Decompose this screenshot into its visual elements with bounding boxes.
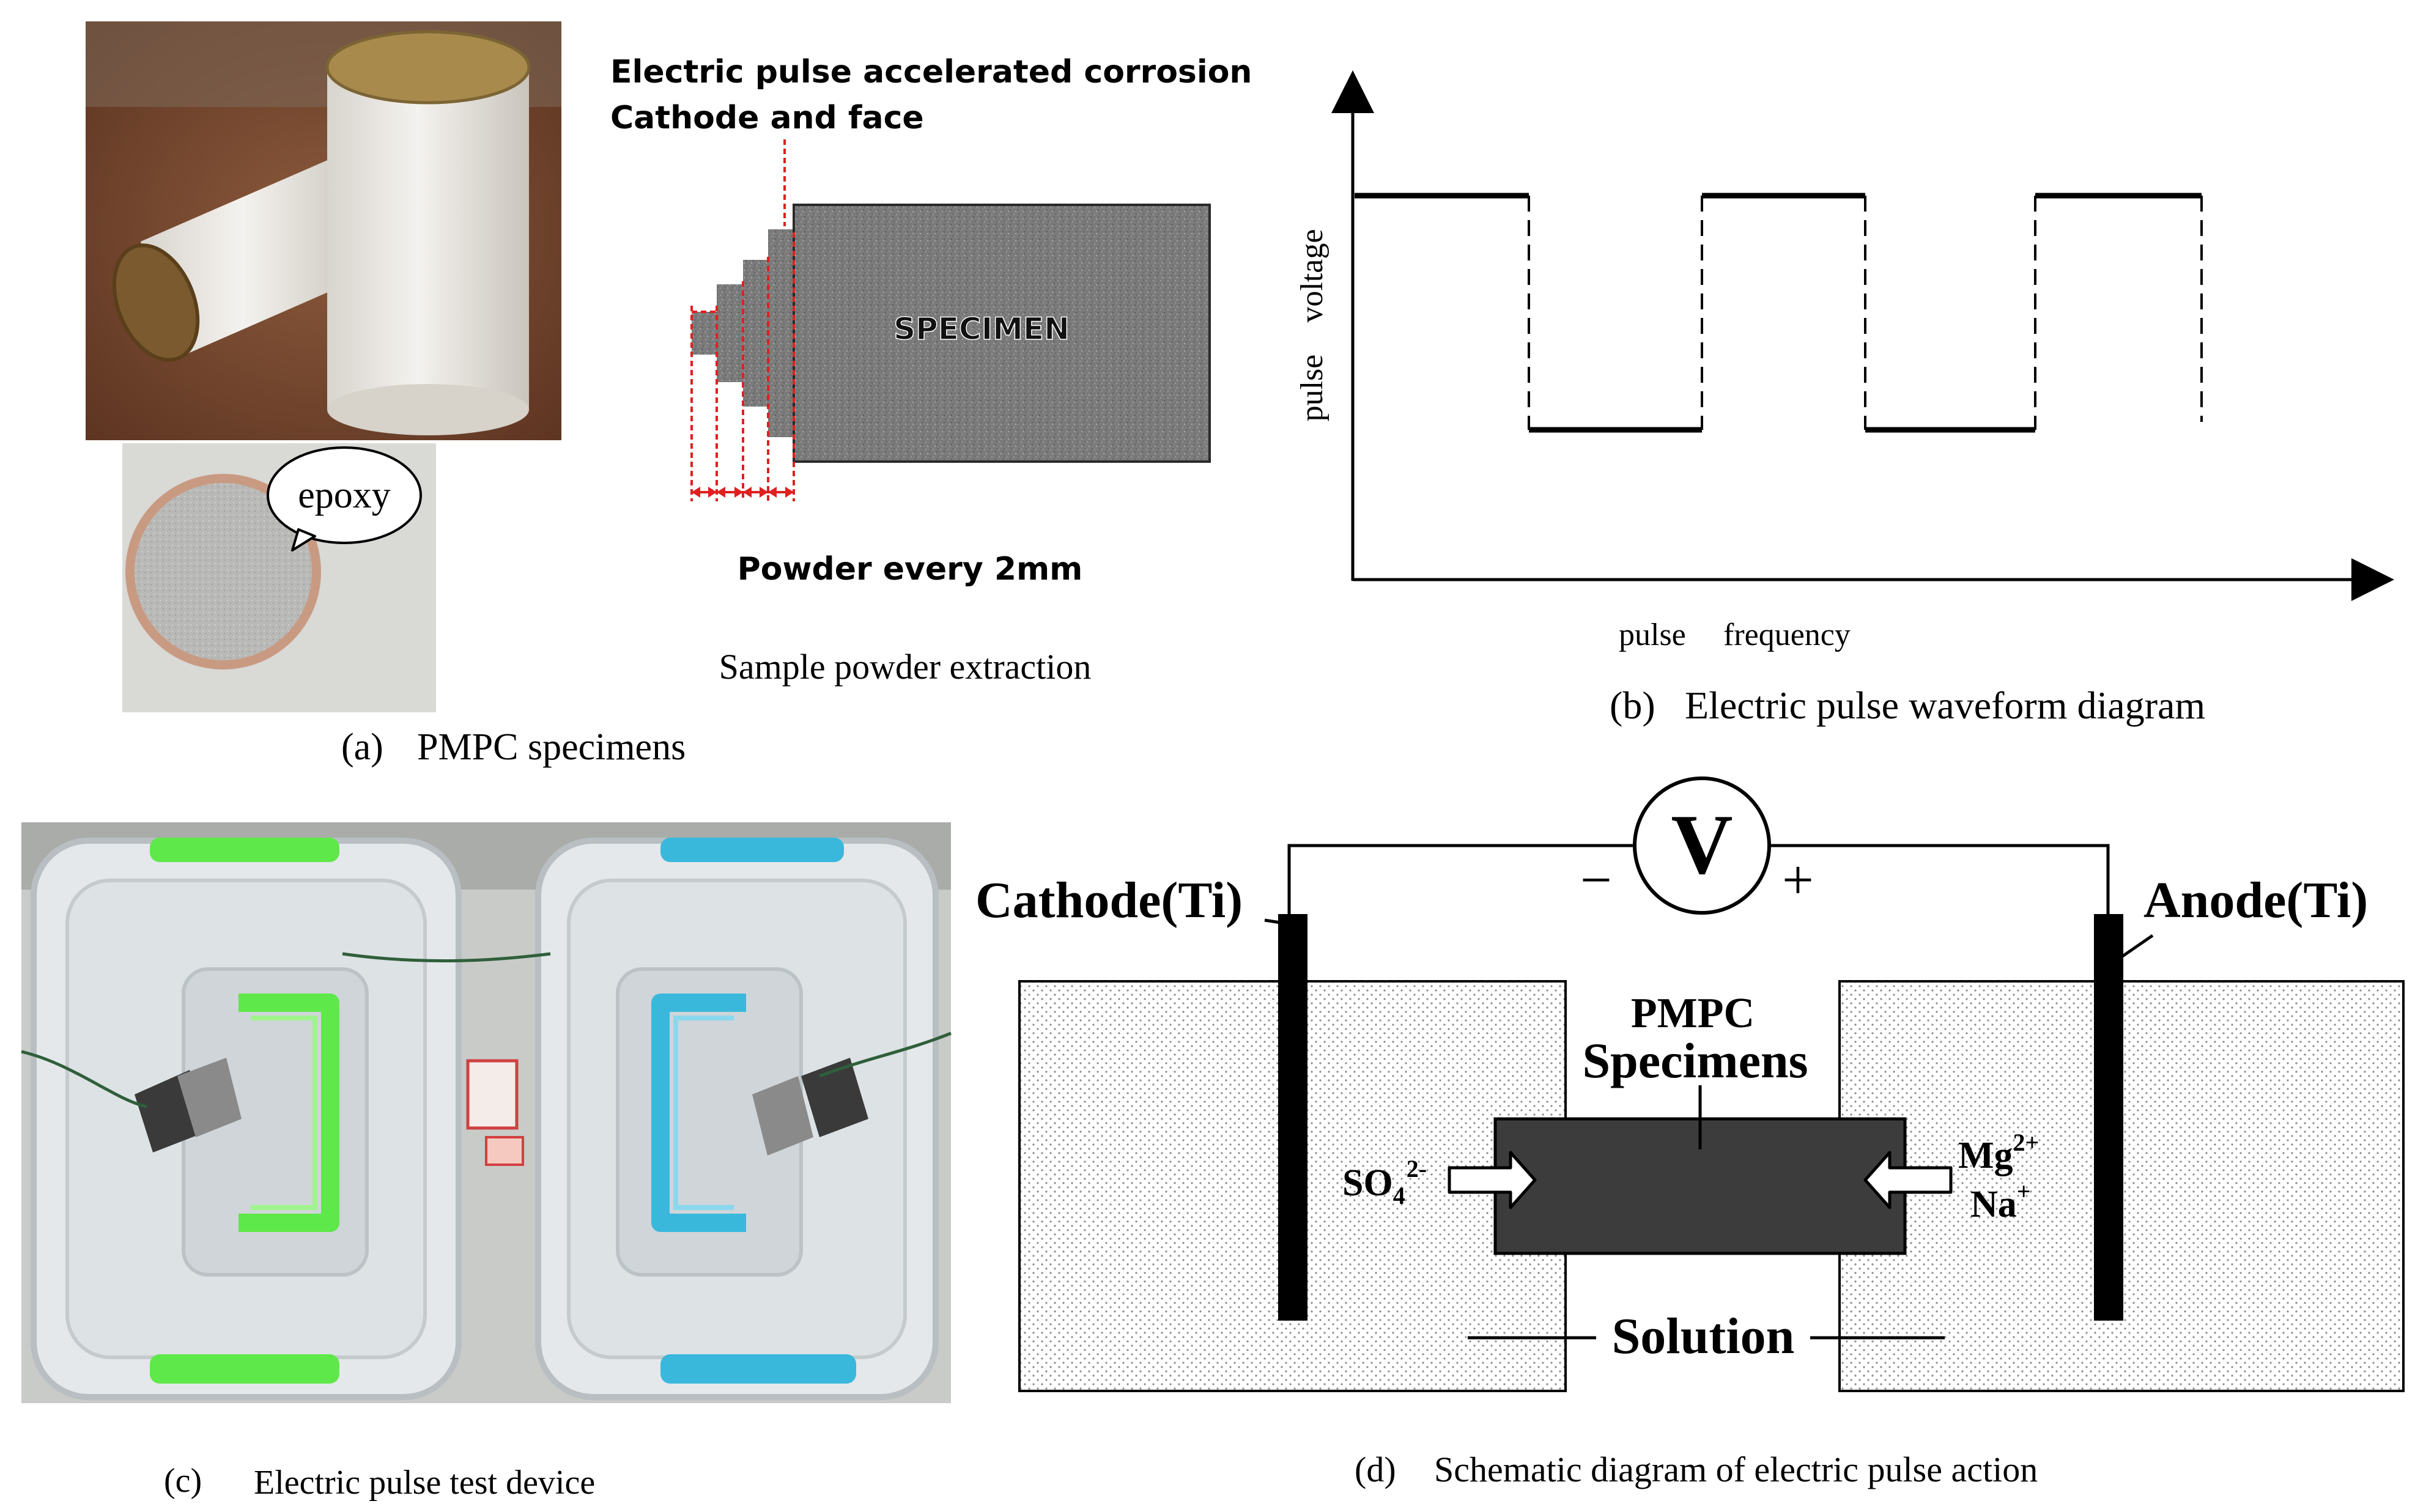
panel-a: epoxy (a) PMPC specimens bbox=[86, 21, 686, 768]
anion-label: SO42- bbox=[1342, 1155, 1427, 1209]
voltmeter-symbol: V bbox=[1671, 797, 1733, 892]
specimen-label: SPECIMEN bbox=[893, 311, 1070, 347]
lead-wires bbox=[21, 952, 952, 1108]
epoxy-label: epoxy bbox=[298, 474, 391, 516]
y-axis-label: pulse voltage bbox=[1295, 229, 1330, 422]
green-lid-handle bbox=[239, 994, 339, 1232]
caption-b-letter: (b) bbox=[1610, 684, 1655, 727]
specimen-sketch: Electric pulse accelerated corrosion Cat… bbox=[610, 54, 1252, 687]
powder-slice-markers bbox=[690, 232, 795, 501]
cation-arrow bbox=[1863, 1151, 1953, 1209]
caption-a-text: PMPC specimens bbox=[417, 726, 686, 768]
blue-lid-handle bbox=[651, 994, 746, 1232]
sketch-title-line2: Cathode and face bbox=[610, 100, 924, 136]
caption-b-text: Electric pulse waveform diagram bbox=[1685, 684, 2205, 727]
circuit-wire bbox=[1287, 844, 2110, 917]
caption-a-letter: (a) bbox=[341, 726, 383, 768]
epoxy-callout: epoxy bbox=[267, 446, 422, 551]
green-handle-top bbox=[150, 838, 339, 862]
anion-arrow bbox=[1448, 1151, 1537, 1209]
cathode-label: Cathode(Ti) bbox=[975, 872, 1243, 929]
plus-sign: + bbox=[1782, 849, 1814, 911]
panel-d: V − + Cathode(Ti) Anode(Ti) PMPC Specime… bbox=[975, 776, 2405, 1489]
specimen-label-line1: PMPC bbox=[1631, 990, 1755, 1037]
right-container bbox=[535, 838, 939, 1400]
caption-d-text: Schematic diagram of electric pulse acti… bbox=[1434, 1450, 2038, 1489]
sketch-caption: Sample powder extraction bbox=[719, 647, 1092, 687]
anode-label: Anode(Ti) bbox=[2143, 872, 2368, 929]
caption-c-letter: (c) bbox=[164, 1462, 202, 1500]
caption-d-letter: (d) bbox=[1355, 1450, 1396, 1489]
anion-base: SO bbox=[1342, 1162, 1393, 1204]
voltmeter-circle bbox=[1633, 776, 1771, 915]
cation1-label: Mg2+ bbox=[1958, 1129, 2039, 1176]
cathode-electrode bbox=[1278, 914, 1307, 1321]
blue-handle-bottom bbox=[660, 1354, 856, 1384]
minus-sign: − bbox=[1580, 849, 1612, 911]
panel-c: (c) Electric pulse test device bbox=[21, 822, 952, 1502]
anion-superscript: 2- bbox=[1407, 1155, 1427, 1182]
right-mesh-sample bbox=[801, 1058, 868, 1137]
red-label-tag bbox=[466, 1059, 519, 1130]
specimen-label-line2: Specimens bbox=[1583, 1033, 1808, 1088]
transition-edges bbox=[1528, 196, 2203, 430]
powder-label: Powder every 2mm bbox=[738, 551, 1083, 588]
cation1-base: Mg bbox=[1958, 1135, 2013, 1176]
specimens-photo bbox=[86, 21, 561, 440]
solution-label: Solution bbox=[1612, 1308, 1795, 1365]
cation2-superscript: + bbox=[2017, 1178, 2031, 1205]
left-container bbox=[31, 838, 462, 1400]
square-waveform bbox=[1355, 193, 2203, 433]
cation1-superscript: 2+ bbox=[2013, 1129, 2040, 1156]
panel-b: pulse voltage pulse frequency (b) Electr… bbox=[1295, 70, 2394, 727]
voltmeter: V bbox=[1633, 776, 1771, 915]
blue-handle-top bbox=[660, 838, 844, 862]
x-axis-label-2: frequency bbox=[1723, 618, 1851, 652]
stepped-specimen: SPECIMEN bbox=[692, 204, 1211, 463]
cation2-base: Na bbox=[1970, 1184, 2017, 1225]
x-axis-label-1: pulse bbox=[1619, 618, 1686, 652]
caption-c-text: Electric pulse test device bbox=[254, 1464, 595, 1502]
cation2-label: Na+ bbox=[1970, 1178, 2031, 1225]
green-handle-bottom bbox=[150, 1354, 339, 1384]
anion-subscript: 4 bbox=[1393, 1182, 1405, 1209]
sketch-title-line1: Electric pulse accelerated corrosion bbox=[610, 54, 1252, 90]
anode-electrode bbox=[2094, 914, 2123, 1321]
